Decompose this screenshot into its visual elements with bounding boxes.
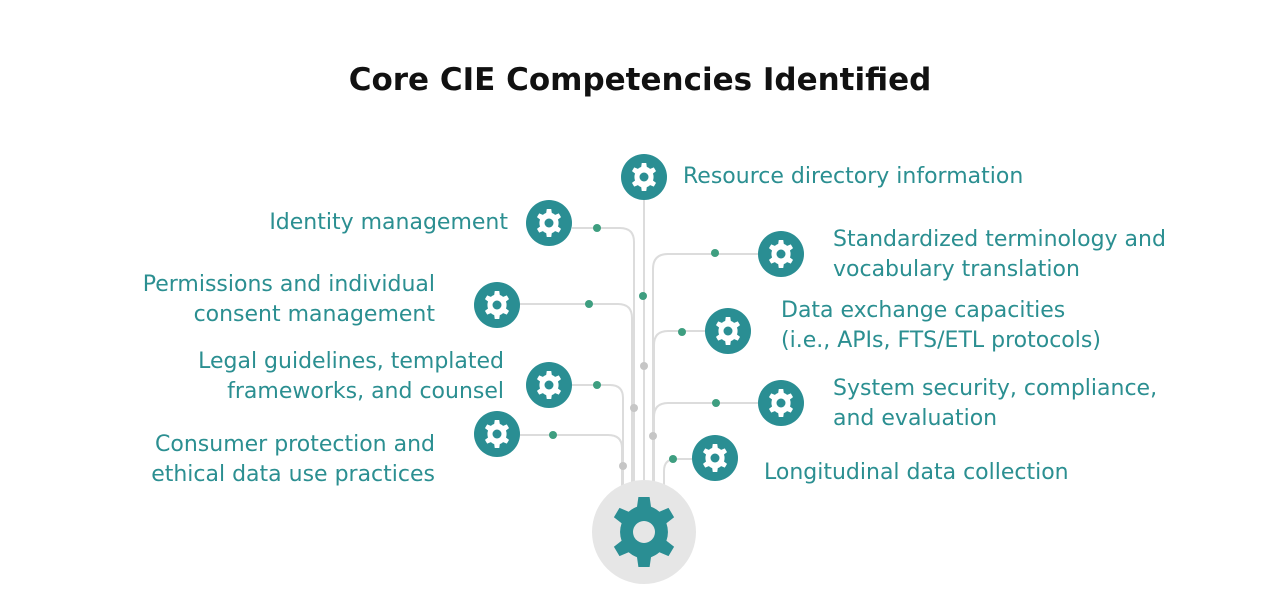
gear-node-resource-directory — [621, 154, 667, 200]
label-longitudinal-data: Longitudinal data collection — [764, 460, 1069, 485]
gear-node-identity-management — [526, 200, 572, 246]
gear-node-consumer-protection — [474, 411, 520, 457]
diagram-title: Core CIE Competencies Identified — [348, 62, 932, 98]
central-hub — [592, 480, 696, 584]
gear-node-legal-guidelines — [526, 362, 572, 408]
label-standardized-terminology: Standardized terminology and vocabulary … — [833, 227, 1166, 282]
gear-node-permissions-consent — [474, 282, 520, 328]
gear-node-system-security — [758, 380, 804, 426]
label-permissions-consent: Permissions and individual consent manag… — [142, 272, 435, 327]
label-resource-directory: Resource directory information — [683, 164, 1024, 189]
green-dots — [549, 224, 720, 463]
label-identity-management: Identity management — [269, 210, 508, 235]
label-consumer-protection: Consumer protection and ethical data use… — [151, 432, 435, 487]
label-legal-guidelines: Legal guidelines, templated frameworks, … — [198, 349, 504, 404]
label-data-exchange: Data exchange capacities (i.e., APIs, FT… — [781, 298, 1101, 353]
gear-node-longitudinal-data — [692, 435, 738, 481]
gray-dots — [619, 362, 657, 470]
label-system-security: System security, compliance, and evaluat… — [833, 376, 1158, 431]
gear-node-standardized-terminology — [758, 231, 804, 277]
gear-node-data-exchange — [705, 308, 751, 354]
